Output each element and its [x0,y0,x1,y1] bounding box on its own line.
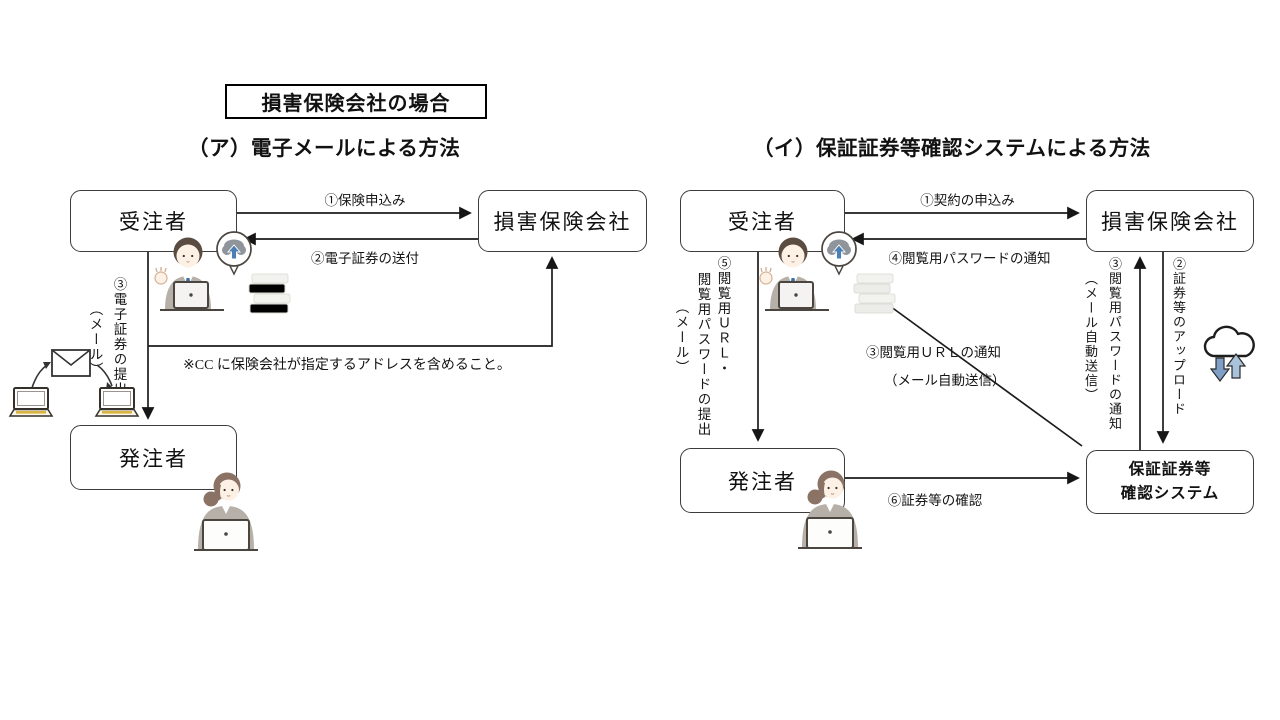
node-confirmation-system: 保証証券等 確認システム [1086,450,1254,514]
arrow-right-url-notice-diagonal [870,291,1083,447]
download-arrow-icon [1209,357,1231,382]
document-stack-icon [853,273,896,314]
label-right-pw-notice-sub: （メール自動送信） [1083,272,1098,403]
female-office-worker-icon [798,470,862,549]
arrow-left-cc-branch [148,256,559,347]
male-office-worker-icon [154,231,291,314]
label-right-5-mail: （メール） [673,300,689,375]
label-left-cc-note: ※CC に保険会社が指定するアドレスを含めること。 [183,358,511,373]
label-right-url-notice: ③閲覧用ＵＲＬの通知 [866,345,1001,360]
label-right-4: ④閲覧用パスワードの通知 [888,251,1051,266]
right-subtitle: （イ）保証証券等確認システムによる方法 [753,137,1151,160]
label-right-url-notice-sub: （メール自動送信） [884,373,1006,388]
ok-hand-icon [154,271,168,285]
label-right-5-col1: ⑤閲覧用ＵＲＬ・ [715,256,731,376]
left-subtitle: （ア）電子メールによる方法 [188,137,461,160]
node-contractor-right: 受注者 [680,190,845,252]
node-insurance-company-right: 損害保険会社 [1086,190,1254,252]
label-right-5-col2: 閲覧用パスワードの提出 [695,272,711,437]
ok-hand-icon [759,271,773,285]
label-left-3-mail: （メール） [87,302,103,377]
label-right-1: ①契約の申込み [920,193,1015,208]
system-label-line1: 保証証券等 [1128,460,1212,478]
document-stack-icon [248,273,291,314]
label-right-pw-notice: ③閲覧用パスワードの通知 [1107,257,1122,431]
node-insurance-company-left: 損害保険会社 [478,190,647,252]
node-orderer-left: 発注者 [70,425,237,490]
female-office-worker-icon [194,472,258,551]
laptop-icon [8,387,54,417]
node-contractor-left: 受注者 [70,190,237,252]
cloud-upload-badge-icon [821,231,857,276]
label-right-6: ⑥証券等の確認 [887,493,983,508]
upload-arrow-icon [1225,353,1247,379]
label-left-3: ③電子証券の提出 [111,277,127,397]
label-left-2: ②電子証券の送付 [311,251,419,266]
system-label-line2: 確認システム [1120,485,1220,502]
page-title: 損害保険会社の場合 [225,84,487,119]
cloud-upload-download-icon [1203,325,1255,382]
email-between-laptops-icon [8,349,140,417]
label-left-1: ①保険申込み [324,193,406,208]
label-right-upload: ②証券等のアップロード [1171,257,1186,417]
laptop-icon [94,387,140,417]
male-office-worker-icon [759,231,896,314]
cloud-upload-badge-icon [216,231,252,276]
